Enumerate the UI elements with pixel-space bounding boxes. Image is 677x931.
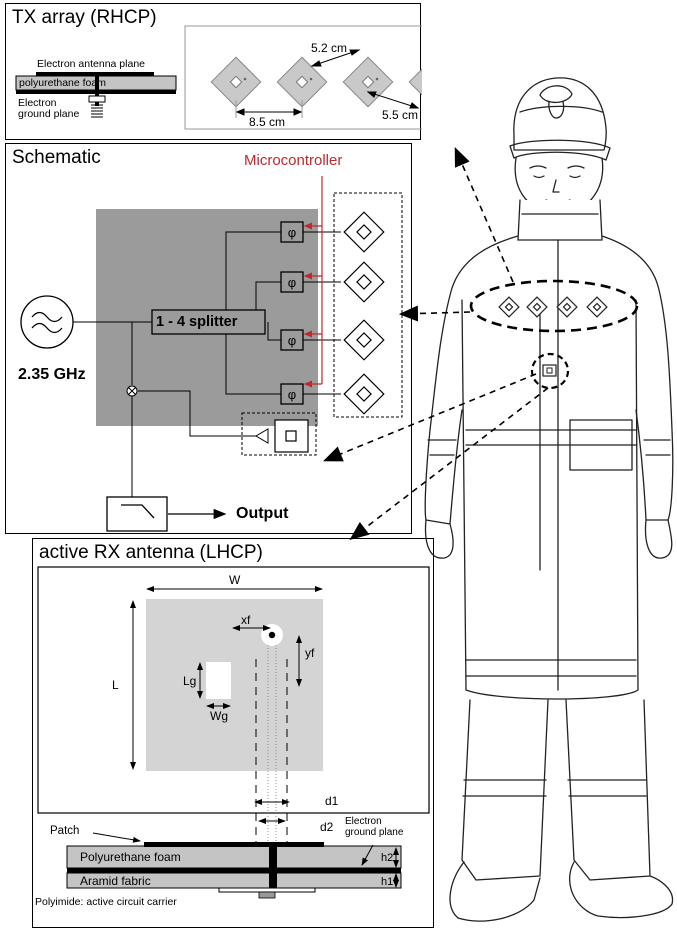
- phase-shifter-boxes: [280, 221, 304, 405]
- firefighter-outline: [424, 77, 674, 922]
- tx-element-1: [210, 56, 262, 108]
- rx-label-W: W: [229, 573, 241, 587]
- splitter-box: [151, 309, 266, 335]
- splitter-label: 1 - 4 splitter: [156, 314, 238, 330]
- rx-foam-layer-label: Polyurethane foam: [80, 850, 181, 864]
- tx-antenna-plane-label: Electron antenna plane: [37, 58, 145, 70]
- rx-top-view-frame: [37, 566, 430, 814]
- rx-label-Wg: Wg: [210, 709, 228, 723]
- phase-label-4: φ: [288, 387, 296, 402]
- rx-aramid-label: Aramid fabric: [80, 874, 151, 888]
- tx-dim-5-5-label: 5.5 cm: [382, 108, 419, 122]
- tx-array-frame: [184, 25, 422, 130]
- rx-h1-label: h1: [381, 876, 394, 888]
- tx-array-panel: TX array (RHCP): [5, 3, 422, 140]
- tx-dim-8-5-label: 8.5 cm: [249, 115, 286, 129]
- lowpass-filter-curve: [121, 504, 155, 519]
- rx-feed-dashes: [255, 659, 288, 869]
- rx-feed-pin: [269, 842, 277, 888]
- tx-element-2: [276, 56, 328, 108]
- sine-wave: [31, 311, 63, 334]
- rx-label-xf: xf: [241, 613, 251, 627]
- tx-connector-thread: [91, 104, 103, 118]
- rx-feed-dots: [267, 639, 277, 869]
- tx-array-title: TX array (RHCP): [12, 7, 157, 28]
- jacket-rx-antenna: [530, 352, 570, 390]
- rx-ground-pointer: [361, 844, 374, 866]
- rx-antenna-group-box: [241, 412, 317, 456]
- mixer-symbol: [126, 385, 138, 397]
- amplifier-symbol: [255, 428, 269, 444]
- rx-antenna-drawing: [37, 566, 430, 899]
- rx-label-yf: yf: [305, 646, 315, 660]
- phase-label-1: φ: [288, 225, 296, 240]
- rx-label-Lg: Lg: [183, 674, 197, 688]
- rx-label-d1: d1: [325, 794, 339, 808]
- phase-label-3: φ: [288, 333, 296, 348]
- rx-patch-pointer: [92, 832, 141, 843]
- rx-active-component: [258, 891, 276, 899]
- rx-antenna-inner: [285, 430, 297, 442]
- rx-polyimide-label: Polyimide: active circuit carrier: [35, 896, 177, 908]
- lowpass-filter-box: [106, 496, 168, 532]
- tx-dim-arrow-5-5: [366, 91, 420, 109]
- schematic-title: Schematic: [12, 147, 101, 168]
- rx-h2-label: h2: [381, 852, 394, 864]
- tx-element-3: [342, 56, 394, 108]
- tx-connector: [88, 95, 106, 103]
- rx-label-L: L: [112, 678, 119, 692]
- microcontroller-label: Microcontroller: [244, 152, 343, 169]
- rx-antenna-title: active RX antenna (LHCP): [39, 542, 263, 563]
- schematic-drawing: φ φ φ φ: [20, 176, 403, 532]
- schematic-panel: Schematic: [5, 143, 412, 534]
- jacket-tx-dashed-ellipse: [469, 279, 639, 333]
- phase-label-2: φ: [288, 275, 296, 290]
- rx-patch-label: Patch: [50, 825, 80, 837]
- rx-slot: [206, 662, 231, 699]
- tx-foam-label: polyurethane foam: [19, 77, 106, 89]
- jacket-tx-antennas: [498, 296, 608, 318]
- tx-feed-pin: [95, 72, 99, 106]
- tx-element-4: [408, 56, 422, 108]
- tx-ground-plane-label: Electron ground plane: [18, 97, 80, 121]
- schematic-antennas: [343, 211, 385, 415]
- tx-dim-5-2-label: 5.2 cm: [311, 41, 348, 55]
- rx-patch-cross-section: [144, 842, 324, 847]
- frequency-label: 2.35 GHz: [18, 366, 86, 383]
- rx-polyimide-carrier: [218, 887, 316, 893]
- rx-label-d2: d2: [320, 820, 334, 834]
- rx-patch: [146, 599, 323, 771]
- rx-ground-plane: [67, 868, 401, 873]
- tx-array-drawing: [15, 25, 422, 130]
- rx-ground-plane-label: Electron ground plane: [345, 816, 404, 838]
- tx-dim-arrow-5-2: [310, 49, 361, 67]
- rx-antenna-panel: active RX antenna (LHCP): [32, 538, 434, 928]
- microcontroller-lines: [303, 176, 323, 388]
- output-label: Output: [236, 505, 289, 522]
- rf-source-symbol: [20, 295, 74, 349]
- tx-dim-arrow-8-5: [235, 100, 303, 118]
- rx-feed-point: [268, 631, 276, 639]
